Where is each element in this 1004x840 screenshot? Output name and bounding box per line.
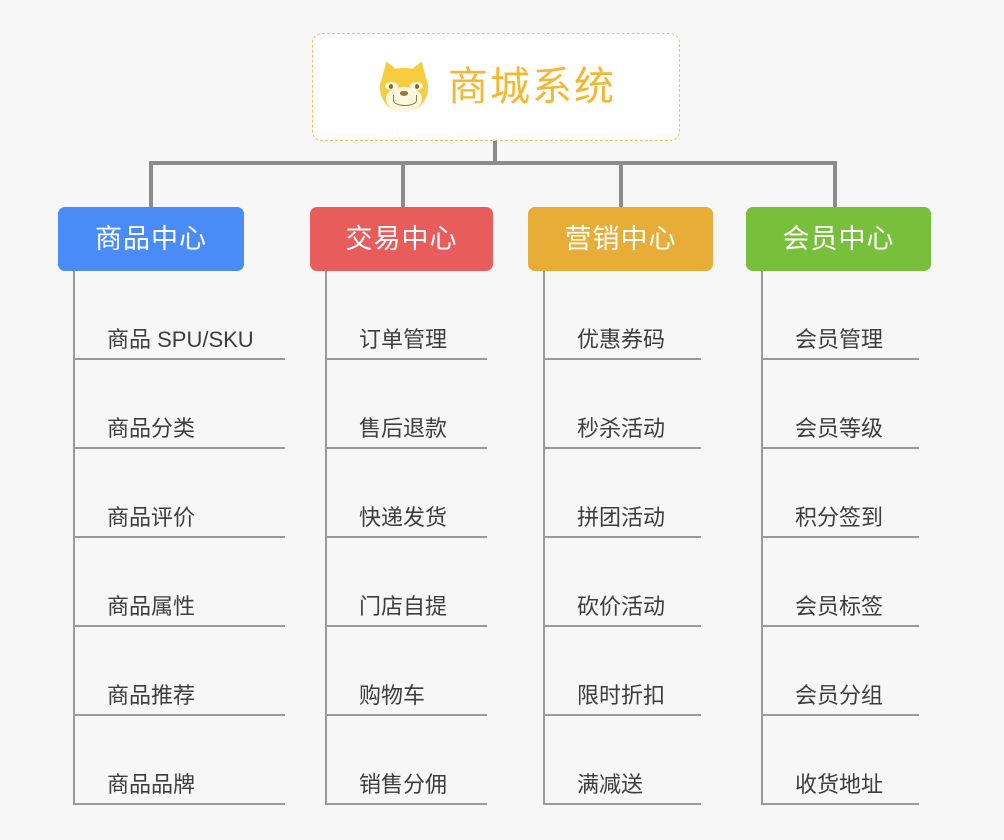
- leaf-item-label: 商品分类: [107, 416, 196, 441]
- leaf-underline: [73, 625, 285, 627]
- leaf-item-label: 会员管理: [795, 327, 884, 352]
- branch-spine: [325, 271, 327, 805]
- category-label: 商品中心: [95, 223, 207, 254]
- leaf-item-product-2[interactable]: 商品分类: [73, 360, 285, 449]
- connector-drop-2: [401, 161, 405, 207]
- leaf-item-trade-3[interactable]: 快递发货: [325, 449, 487, 538]
- leaf-item-label: 售后退款: [359, 416, 448, 441]
- root-title: 商城系统: [448, 65, 616, 109]
- category-box-product[interactable]: 商品中心: [58, 207, 244, 271]
- leaf-item-label: 限时折扣: [577, 683, 666, 708]
- leaf-item-marketing-6[interactable]: 满减送: [543, 716, 701, 805]
- leaf-underline: [761, 714, 919, 716]
- leaf-item-label: 秒杀活动: [577, 416, 666, 441]
- leaf-item-product-1[interactable]: 商品 SPU/SKU: [73, 271, 285, 360]
- leaf-item-trade-2[interactable]: 售后退款: [325, 360, 487, 449]
- leaf-item-label: 商品推荐: [107, 683, 196, 708]
- leaf-item-label: 门店自提: [359, 594, 448, 619]
- leaf-underline: [543, 803, 701, 805]
- leaf-underline: [761, 358, 919, 360]
- leaf-item-member-6[interactable]: 收货地址: [761, 716, 919, 805]
- leaf-item-product-4[interactable]: 商品属性: [73, 538, 285, 627]
- leaf-item-marketing-2[interactable]: 秒杀活动: [543, 360, 701, 449]
- leaf-item-trade-5[interactable]: 购物车: [325, 627, 487, 716]
- leaf-item-label: 满减送: [577, 772, 644, 797]
- leaf-item-label: 商品属性: [107, 594, 196, 619]
- category-box-trade[interactable]: 交易中心: [310, 207, 493, 271]
- leaf-underline: [325, 625, 487, 627]
- leaf-item-marketing-4[interactable]: 砍价活动: [543, 538, 701, 627]
- leaf-underline: [73, 803, 285, 805]
- leaf-item-product-6[interactable]: 商品品牌: [73, 716, 285, 805]
- leaf-item-label: 商品 SPU/SKU: [107, 327, 254, 352]
- leaf-item-member-1[interactable]: 会员管理: [761, 271, 919, 360]
- leaf-item-label: 订单管理: [359, 327, 448, 352]
- leaf-item-marketing-5[interactable]: 限时折扣: [543, 627, 701, 716]
- leaf-underline: [73, 447, 285, 449]
- leaf-underline: [761, 536, 919, 538]
- leaf-underline: [325, 358, 487, 360]
- connector-horizontal-bus: [149, 161, 835, 165]
- category-box-marketing[interactable]: 营销中心: [528, 207, 713, 271]
- connector-drop-3: [619, 161, 623, 207]
- leaf-underline: [73, 536, 285, 538]
- leaf-item-label: 商品评价: [107, 505, 196, 530]
- leaf-item-member-2[interactable]: 会员等级: [761, 360, 919, 449]
- category-label: 营销中心: [564, 223, 677, 254]
- leaf-item-member-4[interactable]: 会员标签: [761, 538, 919, 627]
- leaf-item-label: 收货地址: [795, 772, 884, 797]
- leaf-item-label: 会员标签: [795, 594, 884, 619]
- branch-spine: [543, 271, 545, 805]
- leaf-underline: [543, 714, 701, 716]
- leaf-item-label: 会员分组: [795, 683, 884, 708]
- leaf-underline: [325, 536, 487, 538]
- leaf-item-label: 会员等级: [795, 416, 884, 441]
- leaf-underline: [761, 803, 919, 805]
- leaf-underline: [543, 625, 701, 627]
- leaf-item-label: 积分签到: [795, 505, 884, 530]
- leaf-underline: [761, 447, 919, 449]
- leaf-underline: [73, 358, 285, 360]
- leaf-item-trade-1[interactable]: 订单管理: [325, 271, 487, 360]
- leaf-underline: [325, 714, 487, 716]
- connector-drop-4: [833, 161, 837, 207]
- shiba-inu-dog-face-icon: [375, 58, 433, 113]
- leaf-item-label: 拼团活动: [577, 505, 666, 530]
- category-label: 会员中心: [782, 223, 895, 254]
- leaf-underline: [325, 803, 487, 805]
- leaf-item-label: 砍价活动: [577, 594, 666, 619]
- leaf-item-member-5[interactable]: 会员分组: [761, 627, 919, 716]
- leaf-item-member-3[interactable]: 积分签到: [761, 449, 919, 538]
- leaf-item-marketing-1[interactable]: 优惠券码: [543, 271, 701, 360]
- leaf-item-label: 优惠券码: [577, 327, 666, 352]
- leaf-underline: [325, 447, 487, 449]
- leaf-underline: [543, 358, 701, 360]
- leaf-item-trade-4[interactable]: 门店自提: [325, 538, 487, 627]
- leaf-item-product-5[interactable]: 商品推荐: [73, 627, 285, 716]
- leaf-underline: [73, 714, 285, 716]
- connector-drop-1: [149, 161, 153, 207]
- branch-spine: [761, 271, 763, 805]
- leaf-item-trade-6[interactable]: 销售分佣: [325, 716, 487, 805]
- branch-spine: [73, 271, 75, 805]
- category-label: 交易中心: [345, 223, 458, 254]
- leaf-underline: [761, 625, 919, 627]
- leaf-item-product-3[interactable]: 商品评价: [73, 449, 285, 538]
- leaf-item-label: 销售分佣: [359, 772, 448, 797]
- leaf-item-label: 快递发货: [359, 505, 448, 530]
- category-box-member[interactable]: 会员中心: [746, 207, 931, 271]
- leaf-item-label: 商品品牌: [107, 772, 196, 797]
- leaf-item-label: 购物车: [359, 683, 426, 708]
- connector-root-stem: [493, 141, 497, 165]
- leaf-underline: [543, 536, 701, 538]
- leaf-underline: [543, 447, 701, 449]
- root-node[interactable]: 商城系统: [312, 33, 680, 141]
- leaf-item-marketing-3[interactable]: 拼团活动: [543, 449, 701, 538]
